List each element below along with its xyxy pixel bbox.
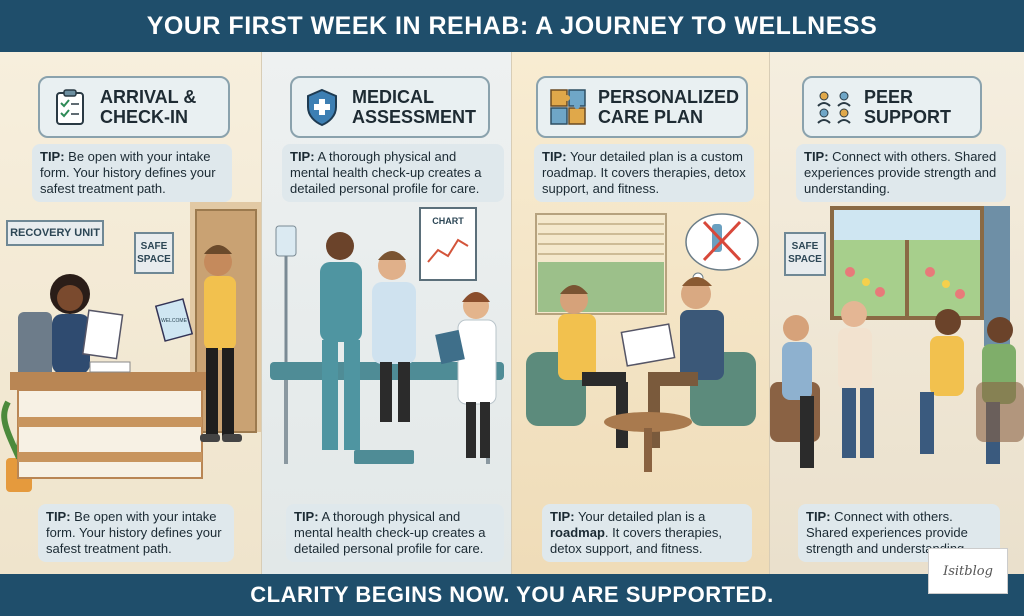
tip-label: TIP: — [550, 509, 575, 524]
tip-label: TIP: — [542, 149, 567, 164]
tip-text: A thorough physical and mental health ch… — [294, 509, 486, 556]
tip-text: Your detailed plan is a — [574, 509, 706, 524]
safe-space-sign-2: SAFE SPACE — [784, 232, 826, 276]
step-careplan-title: PERSONALIZED CARE PLAN — [598, 87, 740, 127]
tip-emphasis: roadmap — [550, 525, 605, 540]
step-arrival-header: ARRIVAL & CHECK-IN — [38, 76, 230, 138]
tip-text: . It covers therapies, detox support, an… — [550, 525, 722, 556]
step-peer-header: PEER SUPPORT — [802, 76, 982, 138]
step-medical-panel: MEDICAL ASSESSMENT TIP: A thorough physi… — [262, 52, 512, 574]
step-peer-panel: PEER SUPPORT TIP: Connect with others. S… — [770, 52, 1024, 574]
chart-sign: CHART — [432, 216, 464, 226]
tip-label: TIP: — [804, 149, 829, 164]
reception-scene: WELCOME — [1, 202, 262, 492]
recovery-unit-sign: RECOVERY UNIT — [6, 220, 104, 246]
safe-space-sign: SAFE SPACE — [134, 232, 174, 274]
step-medical-header: MEDICAL ASSESSMENT — [290, 76, 490, 138]
tip-medical-bottom: TIP: A thorough physical and mental heal… — [286, 504, 504, 562]
tip-text: A thorough physical and mental health ch… — [290, 149, 482, 196]
page-title: YOUR FIRST WEEK IN REHAB: A JOURNEY TO W… — [0, 0, 1024, 52]
tip-text: Connect with others. Shared experiences … — [804, 149, 997, 196]
group-icon — [817, 91, 851, 124]
group-therapy-scene — [770, 206, 1024, 468]
clipboard-icon — [56, 89, 84, 125]
tip-careplan-bottom: TIP: Your detailed plan is a roadmap. It… — [542, 504, 752, 562]
tip-text: Connect with others. Shared experiences … — [806, 509, 968, 556]
welcome-pamphlet-text: WELCOME — [161, 318, 188, 324]
tip-peer-top: TIP: Connect with others. Shared experie… — [796, 144, 1006, 202]
step-medical-title: MEDICAL ASSESSMENT — [352, 87, 477, 127]
tip-label: TIP: — [46, 509, 71, 524]
tip-careplan-top: TIP: Your detailed plan is a custom road… — [534, 144, 754, 202]
puzzle-icon — [550, 89, 586, 125]
tip-peer-bottom: TIP: Connect with others. Shared experie… — [798, 504, 1000, 562]
site-logo: Isitblog — [928, 548, 1008, 594]
tip-arrival-bottom: TIP: Be open with your intake form. Your… — [38, 504, 234, 562]
step-arrival-panel: ARRIVAL & CHECK-IN TIP: Be open with you… — [0, 52, 262, 574]
tip-label: TIP: — [40, 149, 65, 164]
tip-label: TIP: — [290, 149, 315, 164]
step-arrival-title: ARRIVAL & CHECK-IN — [100, 87, 197, 127]
tip-label: TIP: — [294, 509, 319, 524]
tip-text: Be open with your intake form. Your hist… — [46, 509, 222, 556]
counseling-scene — [526, 213, 759, 472]
shield-cross-icon — [307, 88, 337, 127]
footer-banner: CLARITY BEGINS NOW. YOU ARE SUPPORTED. — [0, 574, 1024, 616]
tip-label: TIP: — [806, 509, 831, 524]
tip-medical-top: TIP: A thorough physical and mental heal… — [282, 144, 504, 202]
tip-text: Be open with your intake form. Your hist… — [40, 149, 216, 196]
exam-room-scene: CHART — [270, 207, 504, 464]
step-careplan-panel: PERSONALIZED CARE PLAN TIP: Your detaile… — [512, 52, 770, 574]
tip-arrival-top: TIP: Be open with your intake form. Your… — [32, 144, 232, 202]
step-careplan-header: PERSONALIZED CARE PLAN — [536, 76, 748, 138]
step-peer-title: PEER SUPPORT — [864, 87, 952, 127]
tip-text: Your detailed plan is a custom roadmap. … — [542, 149, 746, 196]
